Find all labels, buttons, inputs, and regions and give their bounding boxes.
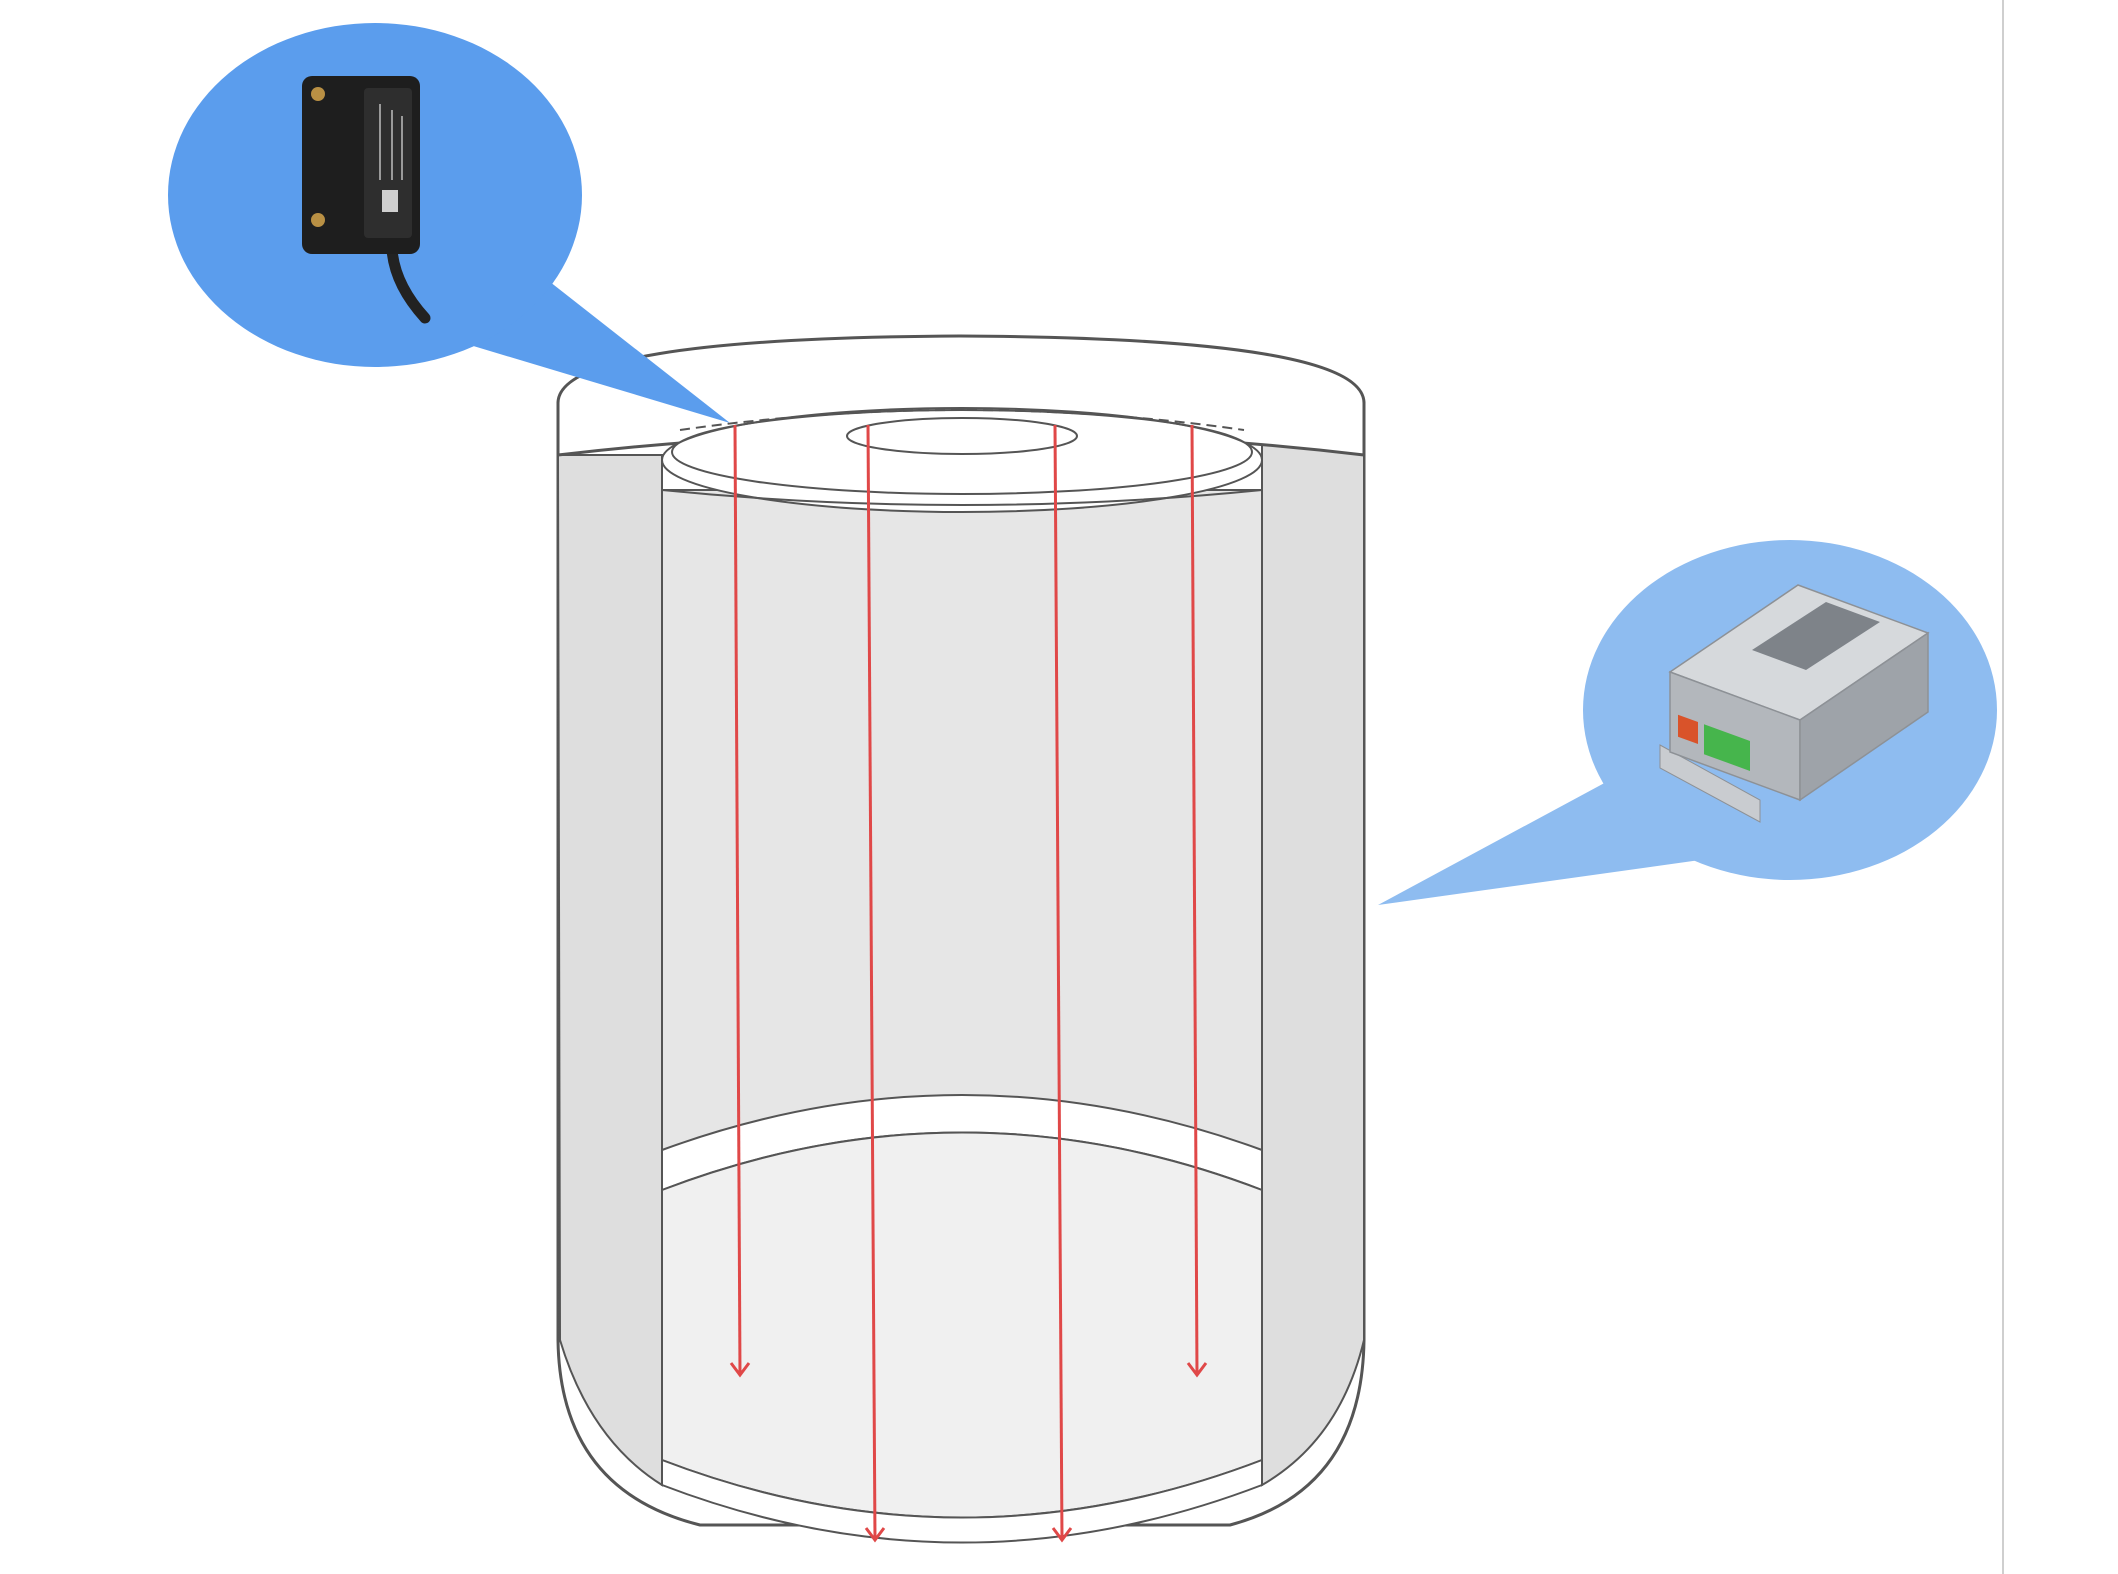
laser-beam-arrow-2 xyxy=(864,1527,886,1543)
sensor-track xyxy=(679,409,1245,431)
sensor-label-lines xyxy=(379,104,403,180)
floor xyxy=(661,1131,1263,1519)
laser-beam-4 xyxy=(1190,424,1199,1376)
controller-label-plate xyxy=(1752,602,1880,670)
sensor-screw-top xyxy=(311,87,325,101)
controller-side xyxy=(1799,631,1929,802)
controller-callout-pointer xyxy=(1378,780,1700,905)
sensor-callout-pointer xyxy=(470,278,730,423)
laser-beam-arrow-1 xyxy=(729,1362,751,1378)
photoelectric-sensor-icon xyxy=(302,76,431,324)
right-wall xyxy=(1261,437,1365,1487)
top-inner-ring xyxy=(661,407,1263,513)
sensor-face xyxy=(364,88,412,238)
laser-beam-1 xyxy=(733,424,742,1376)
silo-cylinder xyxy=(556,334,1366,1544)
controller-callout xyxy=(1378,540,1997,905)
laser-beam-arrow-3 xyxy=(1051,1527,1073,1543)
terminal-block-red xyxy=(1678,714,1698,745)
controller-box-icon xyxy=(1659,584,1930,823)
left-wall xyxy=(556,454,663,1487)
bottom-rim xyxy=(661,1458,1263,1544)
cavity-top-edge xyxy=(661,489,1263,506)
laser-beam-arrow-4 xyxy=(1186,1362,1208,1378)
laser-beam-3 xyxy=(1053,424,1064,1541)
sensor-cable xyxy=(386,244,431,324)
sensor-callout xyxy=(168,23,730,423)
sensor-qr-label xyxy=(382,190,398,212)
top-inner-ring-2 xyxy=(671,409,1253,495)
center-opening xyxy=(846,417,1078,455)
terminal-block-green xyxy=(1704,724,1750,771)
inner-cavity xyxy=(661,489,1263,1151)
controller-mount-plate xyxy=(1659,744,1761,823)
sensor-screw-bottom xyxy=(311,213,325,227)
laser-beam-2 xyxy=(866,424,877,1541)
laser-beams xyxy=(729,424,1208,1543)
